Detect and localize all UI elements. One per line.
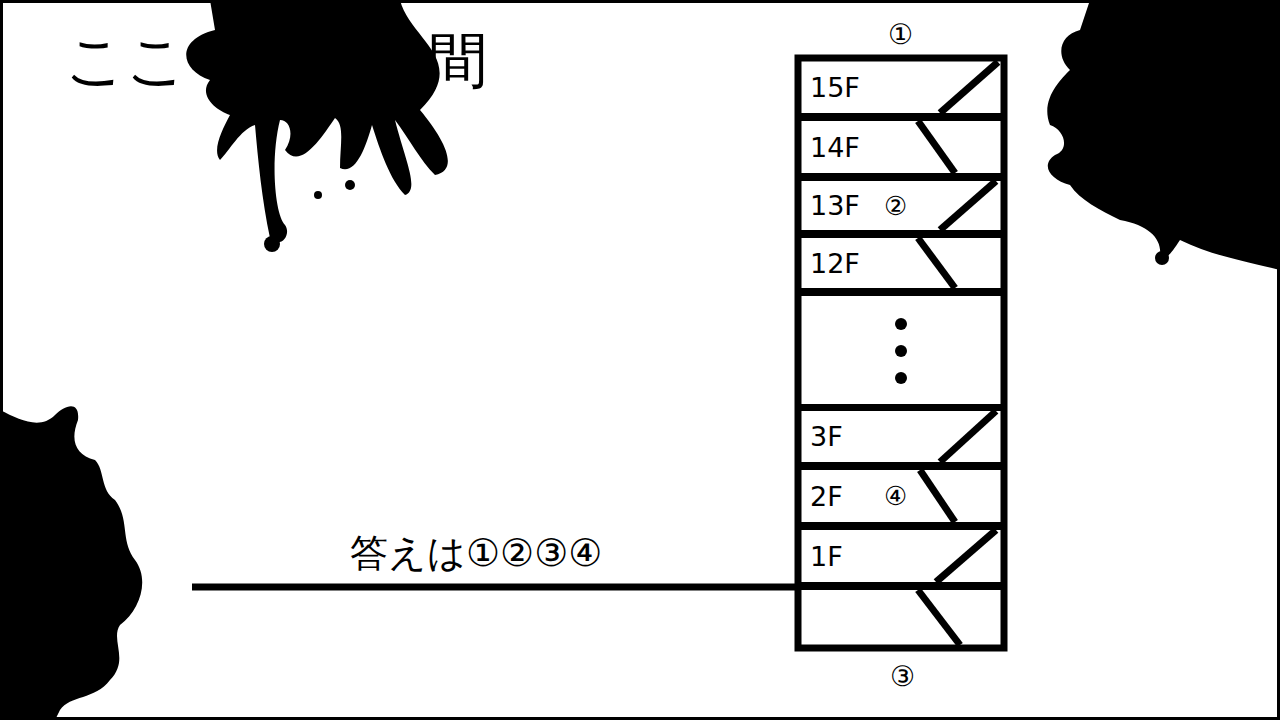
title: ここ の間 xyxy=(65,30,488,90)
floor-label: 1F xyxy=(810,543,843,570)
floor-box: 2F ④ xyxy=(804,470,919,522)
ellipsis-dots xyxy=(895,318,907,384)
floor-box: 14F xyxy=(804,121,919,173)
floor-box: 12F xyxy=(804,238,919,288)
callout-number: ④ xyxy=(884,483,907,509)
floor-box: 15F xyxy=(804,61,919,113)
floor-label: 3F xyxy=(810,423,843,450)
stairs xyxy=(918,62,998,645)
floor-label: 13F xyxy=(810,192,860,219)
callout-number: ① xyxy=(888,21,913,49)
floor-box: 3F xyxy=(804,411,919,462)
floor-label: 12F xyxy=(810,250,860,277)
callout-number: ③ xyxy=(890,663,915,691)
floor-label: 15F xyxy=(810,74,860,101)
floor-label: 2F xyxy=(810,483,843,510)
floor-label: 14F xyxy=(810,134,860,161)
floor-box: 1F xyxy=(804,530,919,582)
floor-box: 13F ② xyxy=(804,181,919,230)
building xyxy=(798,58,1004,648)
answer-text: 答えは①②③④ xyxy=(350,534,602,572)
ground-line xyxy=(192,584,798,591)
callout-number: ② xyxy=(884,193,907,219)
